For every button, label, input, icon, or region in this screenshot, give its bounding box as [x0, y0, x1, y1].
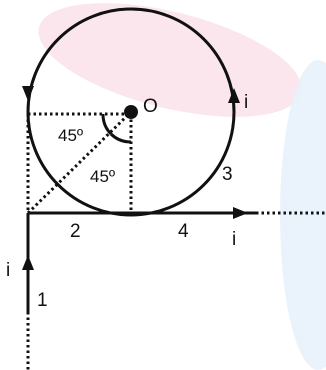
angle-label-upper: 45º	[58, 126, 83, 145]
angle-arc-lower	[109, 132, 132, 144]
arrow-vertical-up-icon	[22, 255, 34, 270]
arrow-left-arc-down-icon	[22, 86, 34, 101]
angle-arc-upper	[101, 113, 113, 136]
center-label: O	[143, 96, 158, 117]
segment-label-1: 1	[37, 290, 48, 311]
arrowheads	[22, 86, 248, 270]
current-label-arc: i	[244, 92, 248, 113]
segment-label-3: 3	[222, 164, 233, 185]
current-label-horizontal: i	[232, 229, 236, 250]
segment-label-2: 2	[70, 221, 81, 242]
center-point	[124, 105, 138, 119]
watermark-pink-blob	[38, 3, 302, 117]
dotted-diagonal	[26, 110, 133, 215]
current-label-vertical: i	[6, 260, 10, 281]
angle-label-lower: 45º	[90, 167, 115, 186]
segment-label-4: 4	[178, 221, 189, 242]
circular-loop	[26, 7, 236, 217]
construction-lines	[26, 110, 326, 370]
arrow-horizontal-right-icon	[233, 207, 248, 219]
angle-arcs	[101, 113, 132, 144]
watermark-blue-blob	[280, 60, 326, 370]
arrow-right-arc-up-icon	[228, 88, 240, 103]
